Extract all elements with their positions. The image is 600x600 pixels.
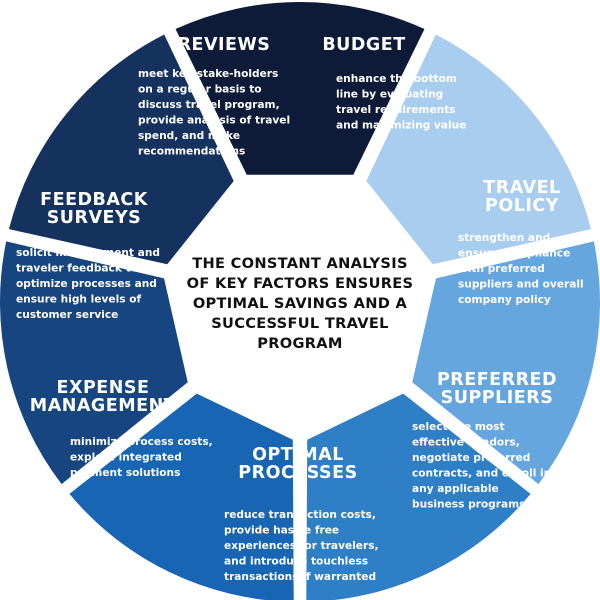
- segment-body-feedback-surveys: ensure high levels of: [16, 294, 141, 306]
- segment-body-budget: travel requirements: [336, 104, 456, 116]
- segment-body-reviews: meet key stake-holders: [138, 68, 278, 80]
- segment-body-budget: and maximizing value: [336, 120, 466, 132]
- segment-body-travel-policy: suppliers and overall: [458, 279, 584, 291]
- segment-body-reviews: spend, and make: [138, 130, 240, 142]
- segment-body-budget: enhance the bottom: [336, 73, 457, 85]
- segment-title-travel-policy: TRAVEL: [483, 178, 560, 198]
- segment-label-budget: BUDGET enhance the bottom line by evaluati…: [322, 35, 466, 132]
- segment-budget: [366, 34, 592, 265]
- segment-body-expense-management: payment solutions: [70, 467, 180, 479]
- segment-body-expense-management: explore integrated: [70, 452, 182, 464]
- segment-expense-management: [0, 241, 188, 485]
- segment-title-feedback-surveys: SURVEYS: [47, 208, 142, 228]
- segment-body-optimal-processes: provide hassle free: [224, 525, 339, 537]
- segment-feedback-surveys: [8, 34, 234, 265]
- segment-title-preferred-suppliers: PREFERRED: [437, 370, 557, 390]
- segment-title-preferred-suppliers: SUPPLIERS: [441, 388, 554, 408]
- center-line-2: OF KEY FACTORS ENSURES: [187, 275, 414, 292]
- segment-body-feedback-surveys: customer service: [16, 309, 118, 321]
- segment-title-travel-policy: POLICY: [485, 196, 559, 216]
- segment-title-reviews: REVIEWS: [178, 35, 271, 55]
- segment-body-reviews: on a regular basis to: [138, 84, 262, 96]
- segment-body-feedback-surveys: optimize processes and: [16, 278, 157, 290]
- wheel-labels: REVIEWS meet key stake-holders on a regula…: [16, 35, 584, 583]
- segment-label-reviews: REVIEWS meet key stake-holders on a regula…: [138, 35, 290, 158]
- segment-body-travel-policy: company policy: [458, 294, 551, 306]
- segment-body-budget: line by evaluating: [336, 89, 443, 101]
- segment-body-optimal-processes: transactions if warranted: [224, 571, 376, 583]
- center-line-4: SUCCESSFUL TRAVEL: [211, 315, 388, 332]
- segment-body-travel-policy: strengthen and: [458, 232, 550, 244]
- segment-title-optimal-processes: OPTIMAL: [252, 445, 344, 465]
- segment-title-expense-management: EXPENSE: [57, 378, 150, 398]
- segment-body-preferred-suppliers: effective vendors,: [412, 437, 520, 449]
- segment-title-expense-management: MANAGEMENT: [30, 396, 176, 416]
- segment-body-expense-management: minimize process costs,: [70, 436, 213, 448]
- segment-body-preferred-suppliers: select the most: [412, 421, 505, 433]
- segment-travel-policy: [412, 241, 600, 485]
- segment-body-optimal-processes: experiences for travelers,: [224, 540, 379, 552]
- segment-reviews: [175, 1, 425, 175]
- segment-body-reviews: recommendations: [138, 146, 245, 158]
- segment-body-feedback-surveys: traveler feedback to: [16, 263, 138, 275]
- segment-body-preferred-suppliers: contracts, and enroll in: [412, 468, 551, 480]
- segment-body-travel-policy: ensure compliance: [458, 248, 570, 260]
- segment-body-preferred-suppliers: negotiate preferred: [412, 452, 530, 464]
- center-line-3: OPTIMAL SAVINGS AND A: [193, 295, 408, 312]
- segment-body-preferred-suppliers: business programs: [412, 499, 525, 511]
- segment-body-reviews: discuss travel program,: [138, 99, 280, 111]
- segment-title-budget: BUDGET: [322, 35, 405, 55]
- segment-body-preferred-suppliers: any applicable: [412, 483, 499, 495]
- segment-body-reviews: provide analysis of travel: [138, 115, 290, 127]
- center-line-5: PROGRAM: [257, 335, 342, 352]
- segment-optimal-processes: [69, 393, 294, 600]
- segment-preferred-suppliers: [306, 393, 531, 600]
- segment-title-feedback-surveys: FEEDBACK: [40, 190, 149, 210]
- segment-title-optimal-processes: PROCESSES: [238, 463, 357, 483]
- center-line-1: THE CONSTANT ANALYSIS: [192, 255, 408, 272]
- segment-body-optimal-processes: and introduce touchless: [224, 556, 368, 568]
- segment-body-travel-policy: with preferred: [458, 263, 545, 275]
- center-text-block: THE CONSTANT ANALYSIS OF KEY FACTORS ENS…: [187, 255, 414, 352]
- segment-body-feedback-surveys: solicit management and: [16, 247, 160, 259]
- segment-body-optimal-processes: reduce transaction costs,: [224, 509, 376, 521]
